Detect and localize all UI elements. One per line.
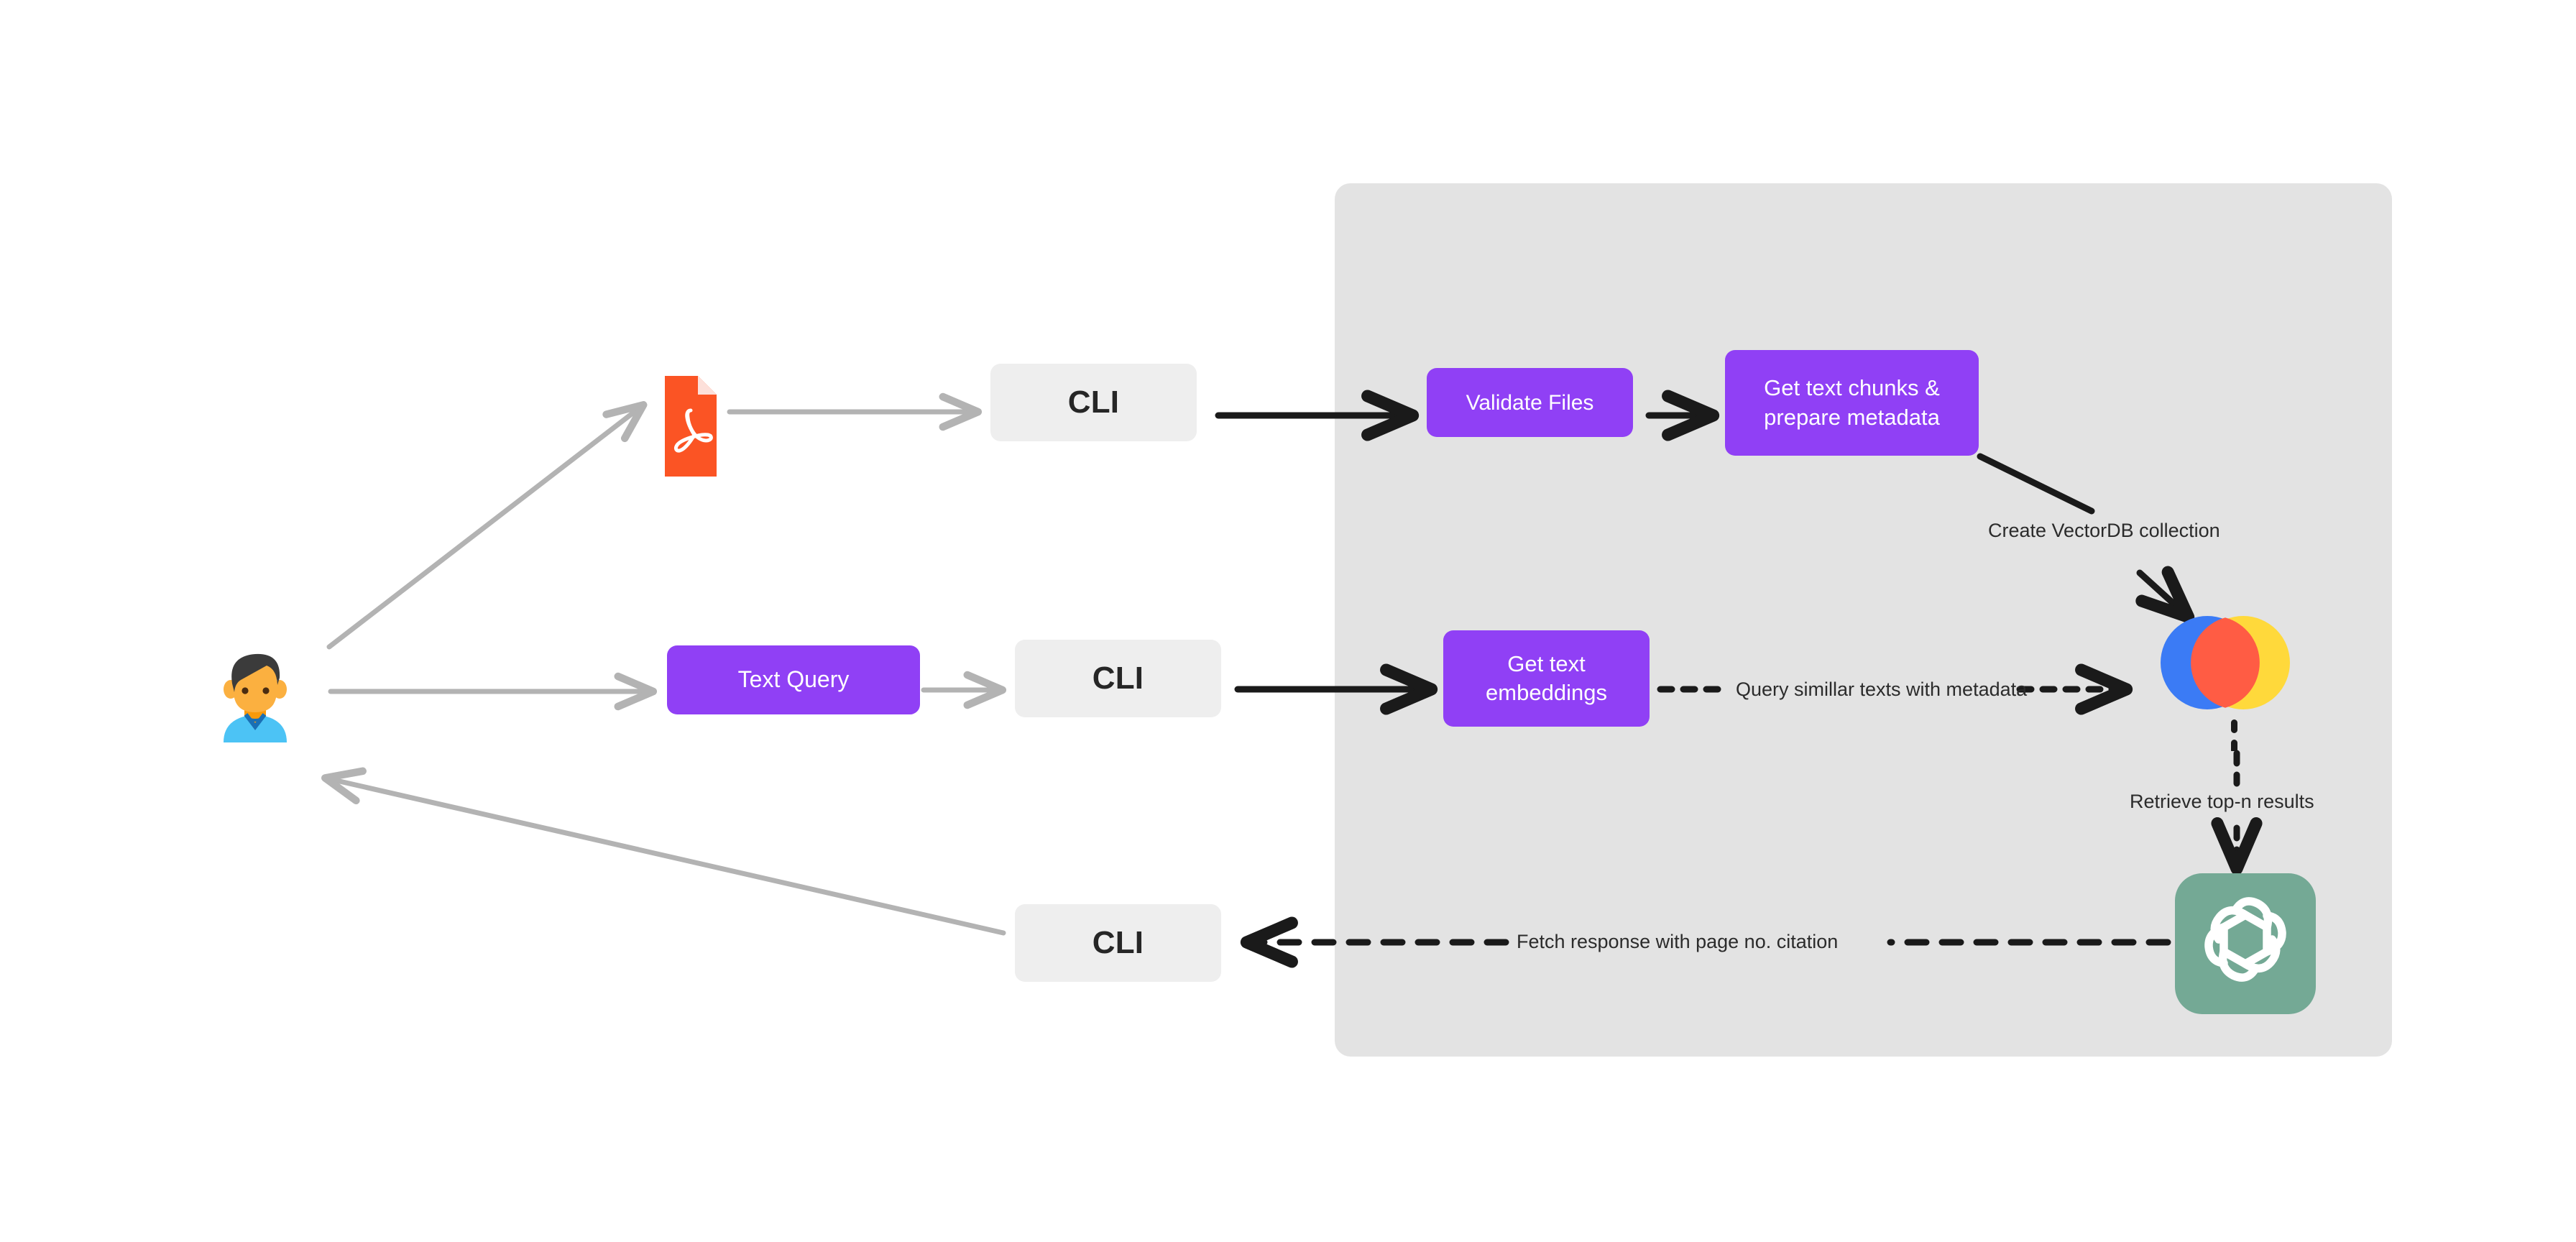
cli-box-top[interactable]: CLI xyxy=(990,364,1197,441)
pdf-file-icon xyxy=(665,376,717,477)
edge-label-retrieve-topn: Retrieve top-n results xyxy=(2130,791,2314,812)
arrow-user-to-pdf xyxy=(326,401,648,650)
cli-box-middle[interactable]: CLI xyxy=(1015,640,1221,717)
edge-label-create-vectordb: Create VectorDB collection xyxy=(1988,520,2220,541)
get-text-chunks-box[interactable]: Get text chunks & prepare metadata xyxy=(1725,350,1979,456)
cli-box-bottom[interactable]: CLI xyxy=(1015,904,1221,982)
text-query-box[interactable]: Text Query xyxy=(667,645,920,714)
arrow-cli-bottom-to-user xyxy=(321,767,1006,936)
edge-label-fetch-response: Fetch response with page no. citation xyxy=(1517,931,1839,952)
chroma-logo-icon xyxy=(2145,615,2305,753)
validate-files-box[interactable]: Validate Files xyxy=(1427,368,1633,437)
user-avatar-icon xyxy=(205,642,305,742)
edge-label-query-similar: Query simillar texts with metadata xyxy=(1736,678,2028,700)
openai-logo-icon xyxy=(2175,873,2316,1014)
get-text-embeddings-box[interactable]: Get text embeddings xyxy=(1443,630,1650,727)
